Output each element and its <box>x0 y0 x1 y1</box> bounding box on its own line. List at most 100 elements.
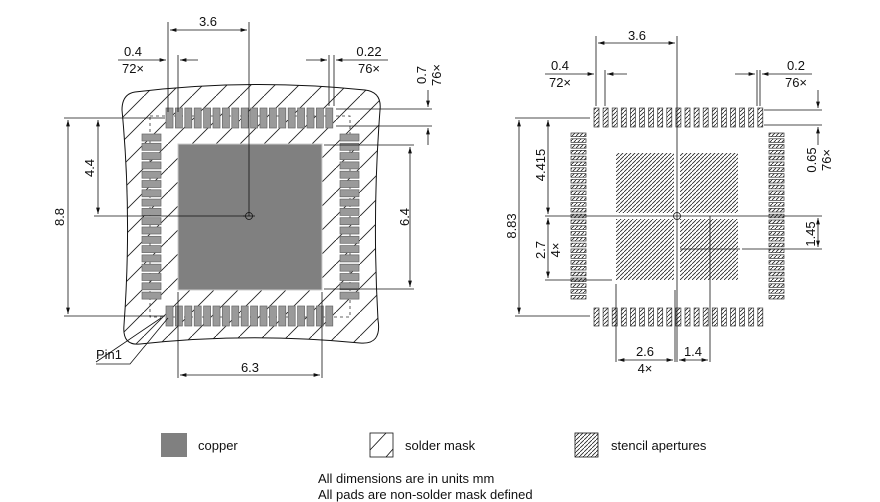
stencil-pad <box>684 307 691 327</box>
pad <box>297 107 305 129</box>
pad <box>339 142 360 151</box>
pad <box>141 291 162 300</box>
pad <box>250 107 258 129</box>
dim-label: 0.4 <box>124 44 142 59</box>
pad <box>339 217 360 226</box>
pad <box>339 208 360 216</box>
stencil-swatch-icon <box>574 432 599 458</box>
stencil-pad <box>570 173 587 178</box>
stencil-pad <box>570 242 587 248</box>
pad <box>339 161 360 170</box>
pad <box>250 305 258 327</box>
pad <box>287 107 296 129</box>
legend-label: solder mask <box>405 438 476 453</box>
dim-label: 1.4 <box>684 344 702 359</box>
legend-label: copper <box>198 438 238 453</box>
stencil-pad <box>730 307 736 327</box>
stencil-pad <box>768 132 785 137</box>
stencil-pad <box>748 107 755 128</box>
pad <box>141 152 162 160</box>
stencil-pad <box>611 107 618 128</box>
stencil-pad <box>630 307 636 327</box>
stencil-pad <box>570 190 587 195</box>
legend-label: stencil apertures <box>611 438 707 453</box>
stencil-pad <box>570 167 587 172</box>
pad <box>287 305 296 327</box>
pad <box>316 305 324 327</box>
pad <box>222 107 230 129</box>
stencil-pad <box>768 242 785 248</box>
stencil-pad <box>570 283 587 288</box>
stencil-pad <box>702 307 709 327</box>
pad <box>231 305 240 327</box>
pad <box>339 245 360 253</box>
stencil-pad <box>602 307 609 327</box>
stencil-pad <box>570 248 587 253</box>
pad <box>339 226 360 235</box>
pad <box>141 273 162 281</box>
stencil-apertures <box>616 153 738 280</box>
stencil-pad <box>570 144 587 149</box>
dim-label: 6.3 <box>241 360 259 375</box>
right-stencil-view: 3.6 0.4 72× 0.2 76× 0.65 76× 4.415 8.83 … <box>504 28 834 376</box>
pad <box>184 305 193 327</box>
pad <box>339 198 360 207</box>
stencil-pad <box>570 202 587 207</box>
pad <box>259 305 268 327</box>
stencil-pads <box>570 107 785 327</box>
stencil-pad <box>768 179 785 184</box>
stencil-pad <box>570 161 587 166</box>
pad <box>339 152 360 160</box>
stencil-pad <box>570 132 587 137</box>
dim-label: 6.4 <box>397 208 412 226</box>
stencil-pad <box>570 237 587 242</box>
pad <box>306 107 315 129</box>
pad <box>339 254 360 263</box>
legend: copper solder mask stencil apertures <box>161 432 707 458</box>
stencil-pad <box>739 107 745 128</box>
pad <box>141 180 162 188</box>
pad <box>141 235 162 244</box>
stencil-pad <box>593 107 600 128</box>
pad <box>240 305 249 327</box>
pad <box>165 107 174 129</box>
stencil-pad <box>666 307 673 327</box>
pad <box>203 305 211 327</box>
dim-label: 2.7 <box>533 241 548 259</box>
stencil-pad <box>675 307 682 327</box>
stencil-pad <box>768 254 785 259</box>
pad <box>141 245 162 253</box>
dim-label: 1.45 <box>803 221 818 246</box>
stencil-pad <box>768 219 785 224</box>
dim-label: 72× <box>549 75 571 90</box>
stencil-pad <box>730 107 736 128</box>
stencil-pad <box>711 107 718 128</box>
dim-label: 8.8 <box>52 208 67 226</box>
stencil-pad <box>768 144 785 149</box>
stencil-pad <box>611 307 618 327</box>
note-units: All dimensions are in units mm <box>318 471 495 486</box>
stencil-pad <box>684 107 691 128</box>
stencil-pad <box>593 307 600 327</box>
stencil-pad <box>768 202 785 207</box>
pad <box>141 217 162 226</box>
stencil-pad <box>768 196 785 201</box>
pad <box>269 305 277 327</box>
solder-mask-swatch-icon <box>369 432 394 458</box>
pad <box>141 189 162 198</box>
pad <box>306 305 315 327</box>
pad <box>141 208 162 216</box>
stencil-pad <box>768 150 785 155</box>
copper-thermal-pad <box>177 143 323 291</box>
stencil-pad <box>639 307 645 327</box>
pad <box>193 107 202 129</box>
pad <box>231 107 240 129</box>
stencil-pad <box>768 266 785 271</box>
pad <box>339 282 360 291</box>
pad <box>212 107 221 129</box>
pad <box>141 198 162 207</box>
stencil-pad <box>768 231 785 236</box>
pad <box>141 142 162 151</box>
stencil-pad <box>768 167 785 172</box>
pad <box>222 305 230 327</box>
